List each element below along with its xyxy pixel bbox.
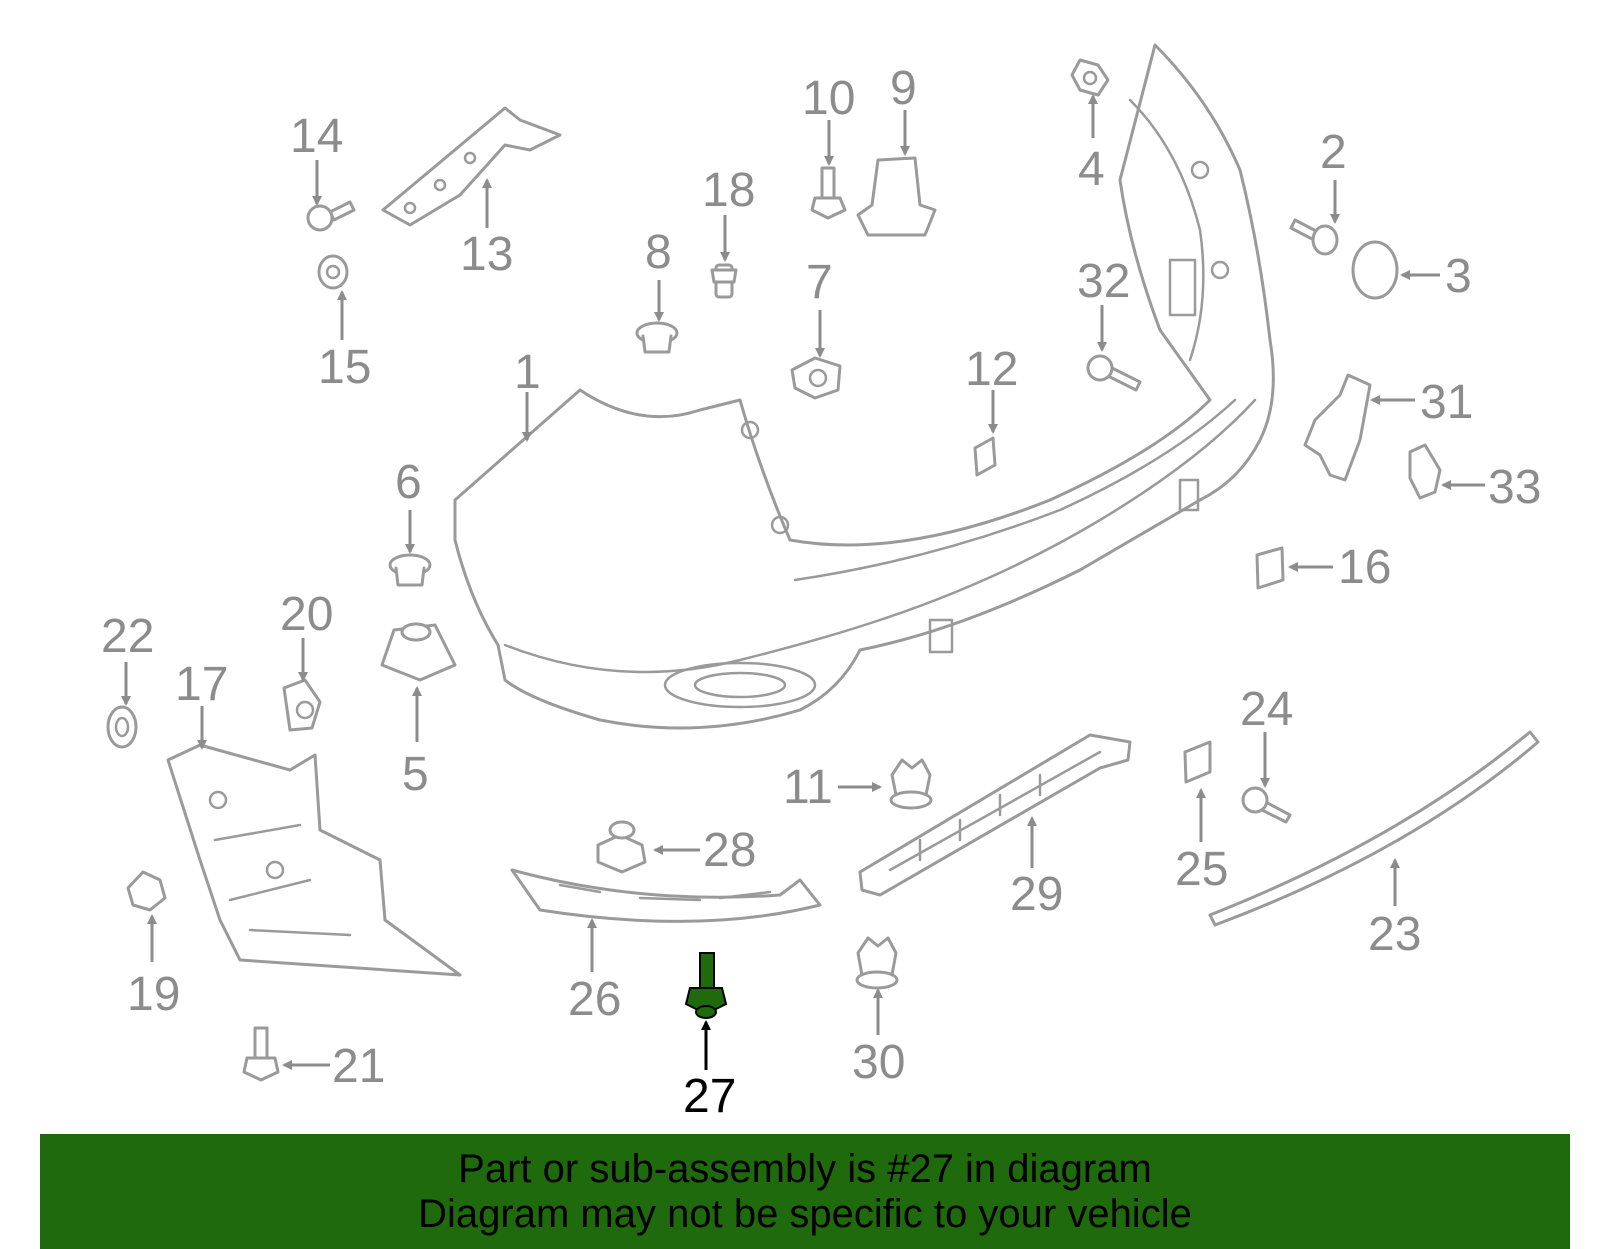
callout-9: 9 bbox=[890, 62, 917, 115]
callout-24: 24 bbox=[1240, 683, 1293, 736]
part-31-bracket bbox=[1303, 373, 1372, 482]
part-30-clip bbox=[855, 936, 899, 990]
callout-20: 20 bbox=[280, 588, 333, 641]
part-13-bracket bbox=[381, 106, 562, 227]
part-23-trim-strip bbox=[1208, 730, 1540, 927]
part-25-pad bbox=[1183, 740, 1212, 784]
part-33-clip bbox=[1408, 443, 1442, 500]
callout-2: 2 bbox=[1320, 126, 1347, 179]
part-16-pad bbox=[1255, 546, 1285, 590]
callout-33: 33 bbox=[1488, 461, 1541, 514]
info-banner: Part or sub-assembly is #27 in diagram D… bbox=[40, 1134, 1570, 1249]
callout-labels: 1 2 3 4 5 6 7 8 9 10 11 12 13 14 15 16 1… bbox=[101, 62, 1541, 1123]
part-32-bolt bbox=[1086, 354, 1142, 392]
part-6-grommet bbox=[388, 553, 432, 587]
callout-6: 6 bbox=[395, 456, 422, 509]
part-5-bracket bbox=[380, 622, 457, 682]
callout-15: 15 bbox=[318, 341, 371, 394]
callout-30: 30 bbox=[852, 1036, 905, 1089]
bumper-cover bbox=[453, 43, 1275, 730]
callout-23: 23 bbox=[1368, 908, 1421, 961]
part-29-bracket bbox=[858, 733, 1132, 897]
part-9-bracket bbox=[856, 156, 937, 237]
part-22-grommet bbox=[106, 705, 138, 749]
part-26-reflector bbox=[510, 868, 822, 923]
callout-10: 10 bbox=[802, 72, 855, 125]
callout-22: 22 bbox=[101, 610, 154, 663]
callout-5: 5 bbox=[402, 748, 429, 801]
part-2-screw bbox=[1289, 218, 1339, 256]
callout-21: 21 bbox=[332, 1040, 385, 1093]
callout-28: 28 bbox=[703, 824, 756, 877]
part-3-cap bbox=[1351, 240, 1399, 300]
callout-13: 13 bbox=[460, 228, 513, 281]
callout-16: 16 bbox=[1338, 541, 1391, 594]
callout-18: 18 bbox=[702, 164, 755, 217]
callout-29: 29 bbox=[1010, 868, 1063, 921]
banner-line-part: Part or sub-assembly is #27 in diagram bbox=[458, 1147, 1152, 1191]
callout-19: 19 bbox=[127, 968, 180, 1021]
callout-12: 12 bbox=[965, 343, 1018, 396]
part-12-pad bbox=[973, 436, 997, 477]
part-27-bolt bbox=[684, 952, 728, 1019]
part-15-nut bbox=[317, 254, 349, 290]
callout-31: 31 bbox=[1420, 376, 1473, 429]
part-18-push-pin bbox=[710, 263, 738, 299]
callout-8: 8 bbox=[645, 226, 672, 279]
callout-32: 32 bbox=[1077, 255, 1130, 308]
part-17-bracket bbox=[166, 743, 462, 977]
part-19-clip bbox=[126, 870, 167, 912]
callout-1: 1 bbox=[514, 346, 541, 399]
part-28-nut bbox=[596, 820, 647, 874]
part-10-bolt bbox=[810, 166, 847, 220]
part-4-nut bbox=[1070, 58, 1110, 97]
callout-11: 11 bbox=[783, 761, 833, 814]
part-14-bolt bbox=[306, 200, 356, 232]
callout-7: 7 bbox=[806, 256, 833, 309]
callout-17: 17 bbox=[175, 658, 228, 711]
banner-line-disclaimer: Diagram may not be specific to your vehi… bbox=[418, 1192, 1192, 1236]
part-24-bolt bbox=[1241, 786, 1292, 824]
part-8-grommet bbox=[635, 321, 679, 354]
callout-25: 25 bbox=[1175, 843, 1228, 896]
part-20-nut bbox=[282, 678, 322, 732]
callout-4: 4 bbox=[1078, 143, 1105, 196]
leader-lines bbox=[121, 94, 1485, 1070]
part-11-clip bbox=[889, 758, 933, 810]
part-7-clip bbox=[790, 356, 842, 400]
callout-3: 3 bbox=[1445, 250, 1472, 303]
part-21-bolt bbox=[242, 1026, 280, 1082]
callout-14: 14 bbox=[290, 110, 343, 163]
callout-26: 26 bbox=[568, 973, 621, 1026]
callout-27: 27 bbox=[683, 1070, 736, 1123]
